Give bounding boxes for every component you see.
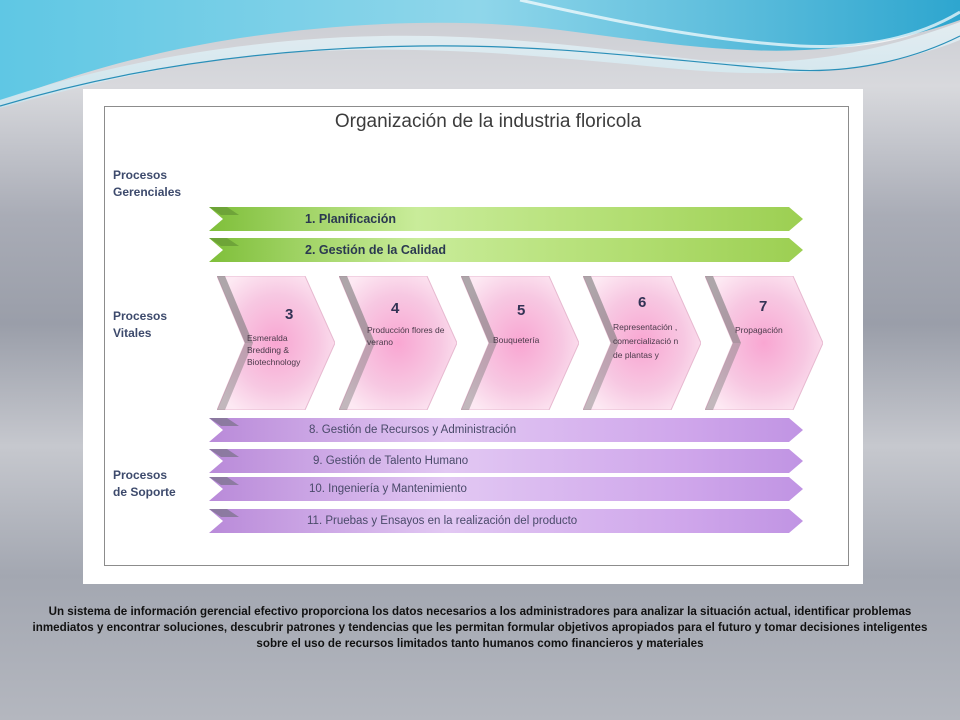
step-4-chevron: 4 Producción flores de verano [339, 276, 457, 410]
band-pruebas-ensayos: 11. Pruebas y Ensayos en la realización … [209, 507, 803, 535]
step-6-chevron: 6 Representación , comercializació n de … [583, 276, 701, 410]
section-label-soporte: Procesos de Soporte [113, 468, 176, 499]
section-label-vitales: Procesos Vitales [113, 309, 168, 340]
diagram-frame [104, 106, 849, 566]
section-label-gerenciales: Procesos Gerenciales [113, 168, 182, 199]
decorative-swoosh [0, 0, 960, 108]
caption-paragraph: Un sistema de información gerencial efec… [32, 605, 928, 650]
diagram-panel: Organización de la industria floricola P… [83, 89, 863, 584]
step-3-chevron: 3 Esmeralda Bredding & Biotechnology [217, 276, 335, 410]
step-4-text: Producción flores de verano [367, 325, 445, 347]
step-7-chevron: 7 Propagación [705, 276, 823, 410]
band-talento-humano: 9. Gestión de Talento Humano [209, 447, 803, 475]
step-3-text: Esmeralda Bredding & Biotechnology [247, 333, 301, 367]
band-planificacion: 1. Planificación [209, 205, 803, 233]
band-gestion-calidad: 2. Gestión de la Calidad [209, 236, 803, 264]
step-5-text: Bouquetería [493, 335, 540, 345]
band-ingenieria: 10. Ingeniería y Mantenimiento [209, 475, 803, 503]
diagram-title: Organización de la industria floricola [334, 111, 642, 132]
step-5-chevron: 5 Bouquetería [461, 276, 579, 410]
step-6-text: Representación , comercializació n de pl… [613, 322, 679, 360]
step-7-text: Propagación [735, 325, 783, 335]
step-4-number: 4 [391, 300, 400, 317]
step-7-number: 7 [759, 298, 768, 315]
step-5-number: 5 [517, 302, 526, 319]
step-6-number: 6 [638, 294, 647, 311]
step-3-number: 3 [285, 306, 294, 323]
band-gestion-recursos: 8. Gestión de Recursos y Administración [209, 416, 803, 444]
